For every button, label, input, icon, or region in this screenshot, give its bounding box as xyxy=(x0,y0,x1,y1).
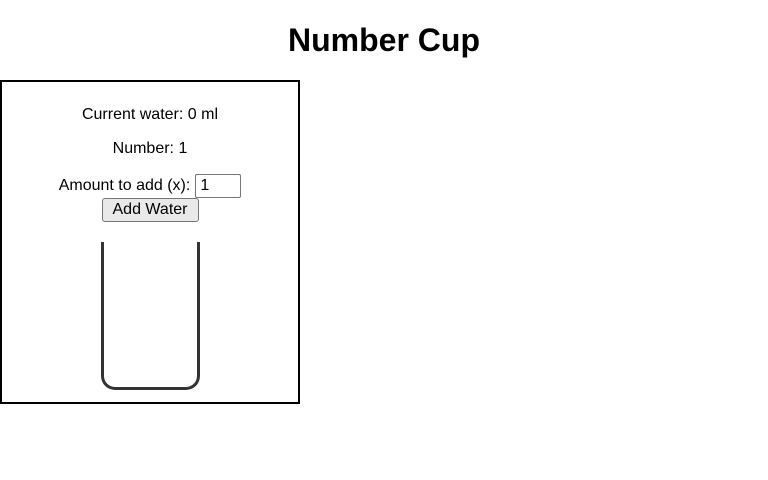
current-water-value: 0 xyxy=(187,106,197,123)
current-water-unit: ml xyxy=(201,106,219,123)
button-row: Add Water xyxy=(12,198,288,222)
cup-graphic xyxy=(100,242,200,390)
number-readout: Number: 1 xyxy=(12,140,288,158)
current-water-label: Current water: xyxy=(81,106,184,123)
amount-input[interactable] xyxy=(195,174,242,198)
add-water-button[interactable]: Add Water xyxy=(101,198,199,222)
amount-label: Amount to add (x): xyxy=(58,177,191,194)
current-water-readout: Current water: 0 ml xyxy=(12,106,288,124)
number-value: 1 xyxy=(178,140,188,157)
number-label: Number: xyxy=(112,140,174,157)
amount-row: Amount to add (x): xyxy=(12,174,288,198)
number-cup-panel: Current water: 0 ml Number: 1 Amount to … xyxy=(0,80,300,404)
page-title: Number Cup xyxy=(288,22,480,58)
